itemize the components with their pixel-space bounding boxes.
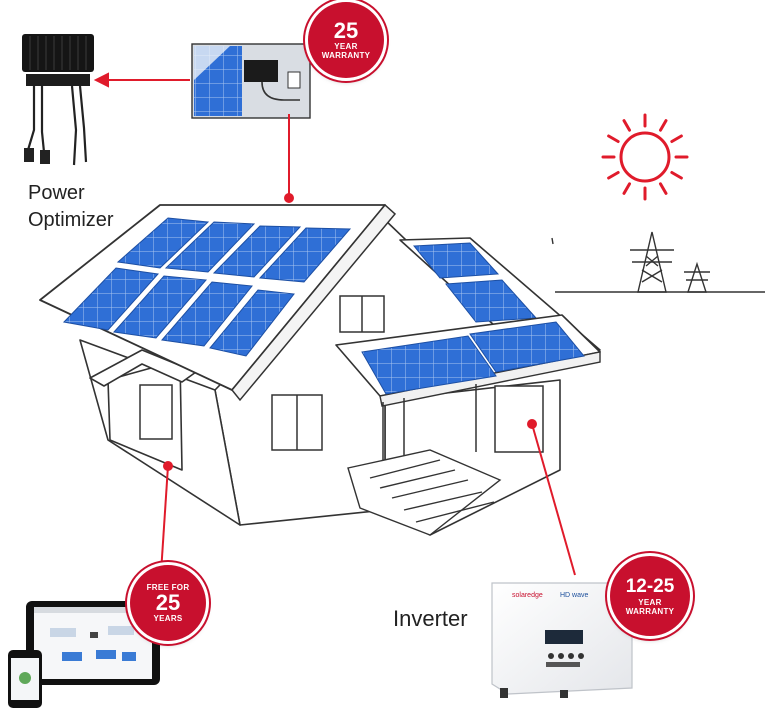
sun-ray bbox=[622, 119, 631, 132]
small-transmission-tower-icon bbox=[684, 261, 710, 293]
monitoring-value: 25 bbox=[155, 590, 181, 615]
monitoring-tablet bbox=[26, 601, 160, 685]
utility-grid bbox=[551, 231, 765, 293]
sun-ray bbox=[607, 134, 620, 143]
porch-steps bbox=[347, 449, 502, 536]
inverter-brand-text: solaredge bbox=[512, 592, 543, 599]
porch-roof bbox=[335, 314, 601, 407]
panel-warranty-badge: 25 YEAR WARRANTY bbox=[308, 2, 384, 78]
inverter-warranty-line2: WARRANTY bbox=[625, 607, 675, 616]
right-roof-panel-1 bbox=[412, 242, 500, 279]
sun-icon bbox=[601, 113, 689, 201]
monitoring-badge: FREE FOR 25 YEARS bbox=[130, 565, 206, 641]
main-roof-solar-array bbox=[62, 217, 352, 357]
panel-warranty-value: 25 bbox=[333, 18, 359, 43]
sun-ray bbox=[622, 182, 631, 195]
garage-to-inverter-line bbox=[531, 423, 576, 576]
porch-panel-2 bbox=[469, 321, 585, 373]
power-optimizer-icon bbox=[22, 34, 94, 166]
panel-warranty-line2: WARRANTY bbox=[321, 51, 371, 60]
monitoring-line2: YEARS bbox=[153, 614, 183, 623]
power-optimizer-label-line1: Power bbox=[28, 182, 85, 204]
monitoring-line1: FREE FOR bbox=[146, 583, 190, 592]
inverter-warranty-badge: 12-25 YEAR WARRANTY bbox=[610, 556, 690, 636]
power-optimizer-label: Power Optimizer bbox=[28, 180, 114, 234]
sun-ray bbox=[607, 171, 620, 180]
sun-ray bbox=[659, 182, 668, 195]
garage-door bbox=[494, 385, 544, 453]
sun-ray bbox=[659, 119, 668, 132]
panel-warranty-line1: YEAR bbox=[334, 42, 358, 51]
transmission-tower-icon bbox=[630, 231, 674, 293]
porch-panel-1 bbox=[361, 335, 497, 395]
inverter-label: Inverter bbox=[393, 606, 468, 631]
power-optimizer-label-line2: Optimizer bbox=[28, 209, 114, 231]
solar-panel-closeup bbox=[191, 43, 311, 119]
left-wing-roof bbox=[89, 349, 197, 387]
sun-ray bbox=[670, 171, 683, 180]
main-roof bbox=[39, 203, 397, 402]
connector-lines bbox=[93, 72, 576, 589]
front-door bbox=[139, 384, 173, 440]
inverter-warranty-value: 12-25 bbox=[625, 576, 675, 597]
inverter-warranty-line1: YEAR bbox=[638, 598, 662, 607]
inverter-model-text: HD wave bbox=[560, 592, 589, 599]
sun-ray bbox=[670, 134, 683, 143]
monitoring-phone bbox=[8, 650, 42, 708]
inverter-display bbox=[545, 630, 583, 644]
